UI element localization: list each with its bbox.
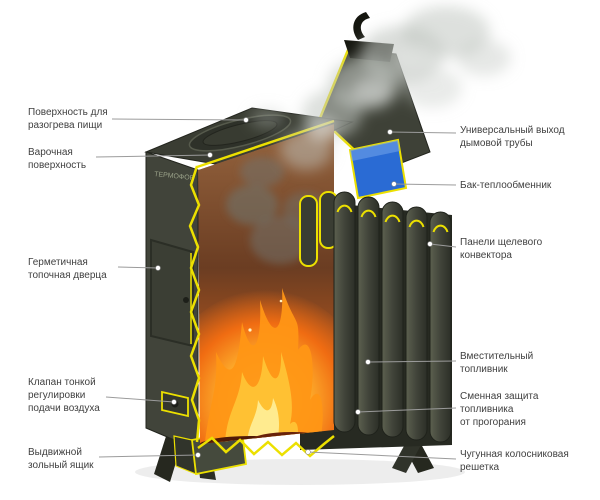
leader-line: [95, 154, 211, 158]
callout-heat-exchanger-tank: Бак-теплообменник: [460, 180, 552, 191]
leader-line: [111, 118, 247, 121]
callout-air-supply-valve: Клапан тонкой регулировки подачи воздуха: [28, 377, 100, 415]
callout-dot: [171, 399, 177, 405]
heat-exchanger-tank: [348, 138, 408, 200]
flames: [205, 288, 323, 444]
door-handle: [183, 297, 189, 303]
front-panel: ТЕРМОФОР: [145, 151, 199, 451]
callout-food-heating-surface: Поверхность для разогрева пищи: [28, 107, 108, 132]
callout-ash-drawer: Выдвижной зольный ящик: [28, 447, 94, 472]
leader-lines: [95, 118, 457, 460]
leader-line: [393, 183, 457, 186]
convector-panels: [333, 191, 452, 443]
callout-dot: [391, 181, 397, 187]
callout-dot: [155, 265, 161, 271]
callout-dot: [427, 241, 433, 247]
leader-line: [307, 451, 457, 460]
callout-dot: [207, 152, 213, 158]
leader-line: [429, 243, 457, 248]
callout-convector-panels: Панели щелевого конвектора: [460, 237, 543, 262]
callout-spacious-firebox: Вместительный топливник: [460, 351, 534, 376]
brand-mark: ТЕРМОФОР: [154, 171, 195, 182]
callout-sealed-firebox-door: Герметичная топочная дверца: [28, 257, 107, 282]
callout-chimney-outlet: Универсальный выход дымовой трубы: [460, 125, 565, 150]
leader-line: [367, 360, 457, 363]
smoke-plume: [250, 6, 511, 170]
firebox-door: [150, 238, 194, 348]
callout-dot: [195, 452, 201, 458]
callout-dot: [243, 117, 249, 123]
leader-line: [98, 454, 199, 458]
callout-dot: [355, 409, 361, 415]
callout-dot: [387, 129, 393, 135]
leader-line: [105, 396, 175, 403]
leader-line: [389, 131, 457, 134]
leader-line: [117, 266, 159, 269]
callout-dot: [305, 449, 311, 455]
callout-dots: [155, 117, 433, 458]
callout-cooking-surface: Варочная поверхность: [28, 147, 87, 172]
callout-dot: [365, 359, 371, 365]
callout-cast-iron-grate: Чугунная колосниковая решетка: [460, 449, 569, 474]
callout-firebox-burn-protection: Сменная защита топливника от прогорания: [460, 391, 539, 429]
leader-line: [357, 407, 457, 413]
